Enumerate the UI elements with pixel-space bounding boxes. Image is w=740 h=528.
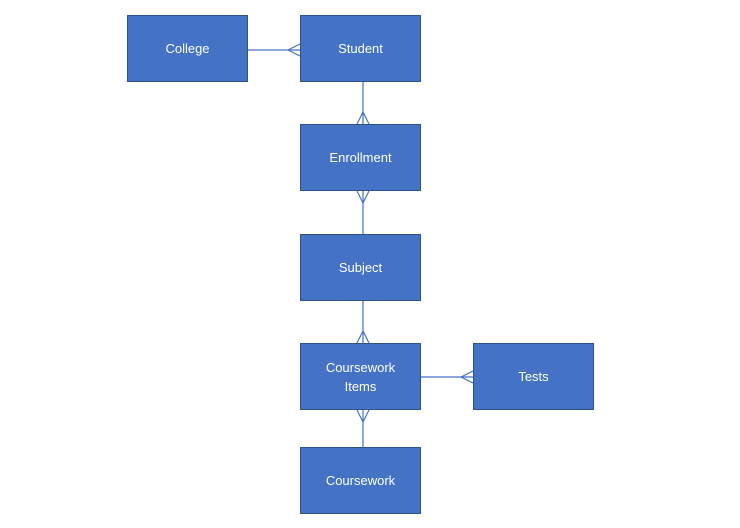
connector-coursework-items-coursework [356,409,370,447]
entity-coursework[interactable]: Coursework [300,447,421,514]
entity-college[interactable]: College [127,15,248,82]
connector-enrollment-subject [356,190,370,234]
entity-label-enrollment: Enrollment [329,150,392,165]
connector-college-student [248,43,301,57]
entity-label-student: Student [338,41,383,56]
entity-label-college: College [165,41,210,56]
entity-label-coursework: Coursework [325,473,396,488]
entity-label-subject: Subject [338,260,383,275]
entity-enrollment[interactable]: Enrollment [300,124,421,191]
entity-coursework-items[interactable]: Coursework Items [300,343,421,410]
entity-tests[interactable]: Tests [473,343,594,410]
connector-subject-coursework-items [356,301,370,344]
entity-label-tests: Tests [518,369,549,384]
entity-student[interactable]: Student [300,15,421,82]
connector-student-enrollment [356,82,370,125]
connector-coursework-items-tests [421,370,474,384]
entity-subject[interactable]: Subject [300,234,421,301]
entity-label-coursework-items: Coursework Items [325,359,396,394]
